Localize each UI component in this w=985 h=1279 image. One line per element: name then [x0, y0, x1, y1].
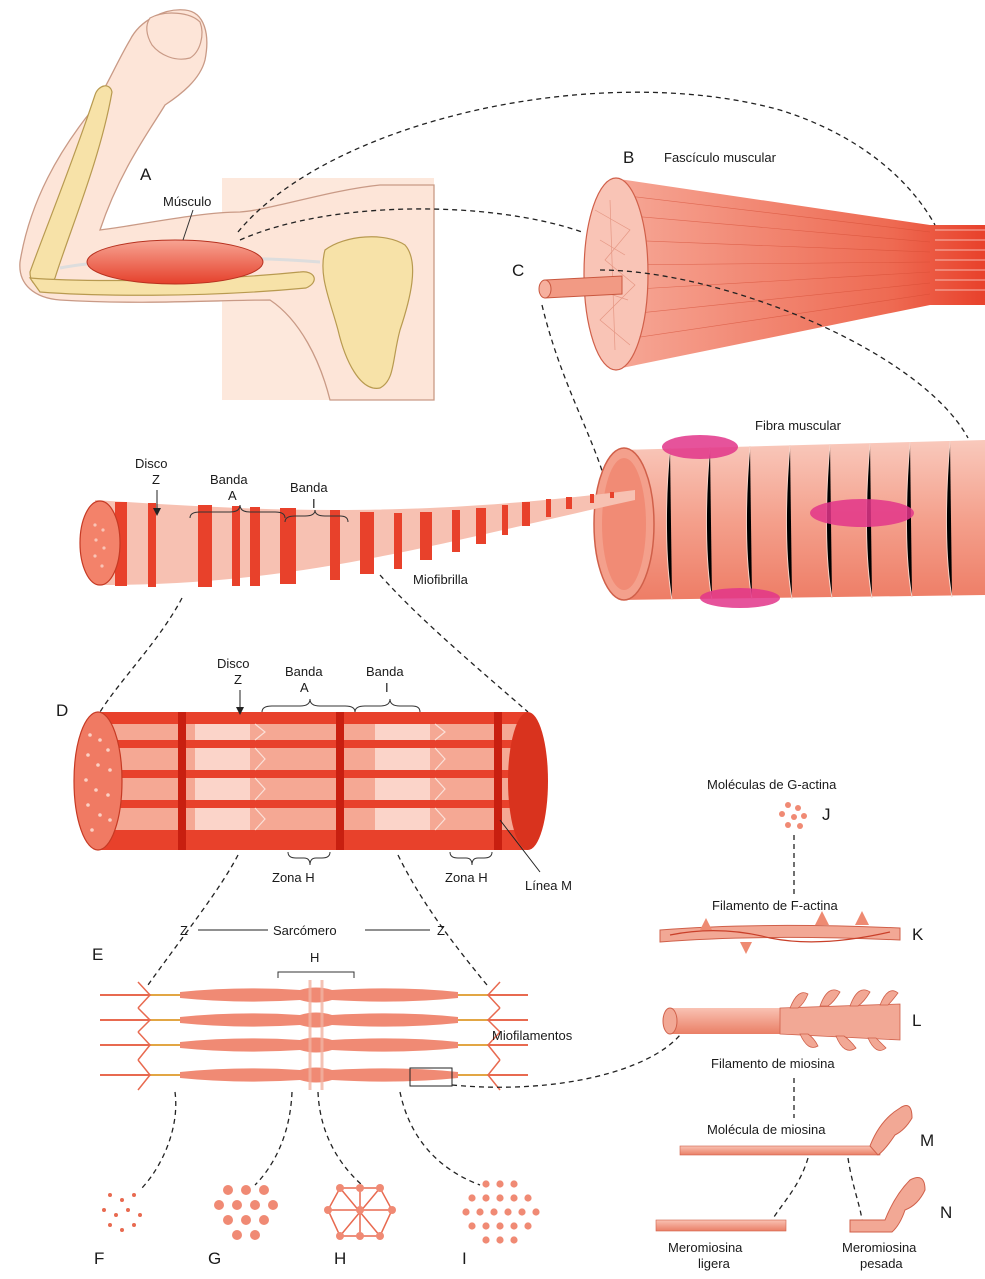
label-banda-i-mid: Banda	[366, 664, 404, 679]
myosin-head	[870, 1106, 912, 1155]
cross-section-F: F	[94, 1193, 142, 1268]
label-banda-a-letter-mid: A	[300, 680, 309, 695]
cylinder-body	[98, 712, 528, 850]
myosin-filament-panel: L Filamento de miosina	[663, 990, 921, 1118]
cross-section-G: G	[208, 1185, 278, 1268]
sarcomere-cylinder: D Disco Z Banda A Banda I Zona H Zona H …	[56, 656, 572, 893]
label-disco-top: Disco	[135, 456, 168, 471]
nucleus-top	[662, 435, 738, 459]
label-filamento-miosina: Filamento de miosina	[711, 1056, 835, 1071]
label-M: M	[920, 1131, 934, 1150]
connector-lines-lower	[148, 855, 487, 985]
label-miofibrilla: Miofibrilla	[413, 572, 469, 587]
label-G: G	[208, 1249, 221, 1268]
fascicle-cross-section	[584, 178, 648, 370]
label-meromiosina-pesada-1: Meromiosina	[842, 1240, 917, 1255]
label-z-right: Z	[437, 923, 445, 938]
single-fiber	[545, 276, 622, 298]
label-K: K	[912, 925, 924, 944]
brace-zona-h-1	[288, 852, 330, 865]
label-sarcomero: Sarcómero	[273, 923, 337, 938]
label-D: D	[56, 701, 68, 720]
label-f-actina: Filamento de F-actina	[712, 898, 838, 913]
myofilament-diagram: Z Sarcómero Z E H Miofilamentos	[92, 923, 573, 1090]
label-banda-a-mid: Banda	[285, 664, 323, 679]
cross-section-H: H	[324, 1184, 396, 1268]
label-z-mid: Z	[234, 672, 242, 687]
connector-lines-middle	[100, 575, 528, 712]
label-disco-mid: Disco	[217, 656, 250, 671]
g-actin-panel: Moléculas de G-actina J	[707, 777, 837, 895]
label-H: H	[334, 1249, 346, 1268]
label-L: L	[912, 1011, 921, 1030]
label-I: I	[462, 1249, 467, 1268]
brace-zona-h-2	[450, 852, 492, 865]
label-B: B	[623, 148, 634, 167]
label-J: J	[822, 805, 831, 824]
cylinder-cross-section	[74, 712, 122, 850]
muscle-fiber-illustration: Fibra muscular	[594, 418, 985, 608]
label-z-left: Z	[180, 923, 188, 938]
myofibril-cross-section	[80, 501, 120, 585]
heavy-meromyosin	[850, 1178, 925, 1232]
brace-banda-a-mid	[262, 699, 355, 712]
label-banda-i-letter-mid: I	[385, 680, 389, 695]
nucleus-middle	[810, 499, 914, 527]
label-meromiosina-pesada-2: pesada	[860, 1256, 903, 1271]
arm-illustration: A Músculo	[20, 10, 434, 400]
label-g-actina: Moléculas de G-actina	[707, 777, 837, 792]
label-banda-a-top: Banda	[210, 472, 248, 487]
label-N: N	[940, 1203, 952, 1222]
f-actin-panel: Filamento de F-actina K	[660, 898, 924, 954]
fascicle-illustration: B Fascículo muscular C	[512, 148, 985, 370]
label-molecula-miosina: Molécula de miosina	[707, 1122, 826, 1137]
label-musculo: Músculo	[163, 194, 211, 209]
myofibril-illustration: Disco Z Banda A Banda I Miofibrilla	[80, 456, 635, 587]
brace-h	[278, 972, 354, 978]
label-F: F	[94, 1249, 104, 1268]
label-banda-a-letter-top: A	[228, 488, 237, 503]
label-C: C	[512, 261, 524, 280]
label-h-brace: H	[310, 950, 319, 965]
cross-section-I: I	[462, 1180, 540, 1268]
label-meromiosina-ligera-1: Meromiosina	[668, 1240, 743, 1255]
label-fibra: Fibra muscular	[755, 418, 842, 433]
label-A: A	[140, 165, 152, 184]
cylinder-end	[508, 712, 548, 850]
label-zona-h-2: Zona H	[445, 870, 488, 885]
fascicle-body	[612, 178, 985, 370]
connector-lines-bottom	[140, 1035, 680, 1190]
label-linea-m: Línea M	[525, 878, 572, 893]
label-banda-i-top: Banda	[290, 480, 328, 495]
label-banda-i-letter-top: I	[312, 496, 316, 511]
label-meromiosina-ligera-2: ligera	[698, 1256, 731, 1271]
nucleus-bottom	[700, 588, 780, 608]
biceps-muscle	[87, 240, 263, 284]
light-meromyosin	[656, 1220, 786, 1231]
label-fasciculo: Fascículo muscular	[664, 150, 777, 165]
label-miofilamentos: Miofilamentos	[492, 1028, 573, 1043]
fiber-body	[620, 440, 985, 600]
label-z-top: Z	[152, 472, 160, 487]
brace-banda-i-mid	[355, 699, 420, 712]
label-E: E	[92, 945, 103, 964]
label-zona-h-1: Zona H	[272, 870, 315, 885]
meromyosin-panel: N Meromiosina ligera Meromiosina pesada	[656, 1178, 952, 1271]
